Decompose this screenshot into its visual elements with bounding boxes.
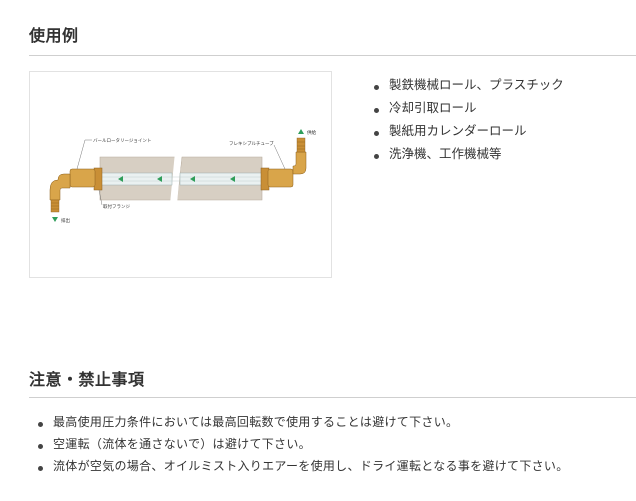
cautions-title: 注意・禁止事項 — [29, 370, 145, 389]
right-flex-tube — [296, 137, 306, 153]
usage-item: 製紙用カレンダーロール — [372, 121, 564, 144]
roll-joint-diagram-svg: バールロータリージョイント フレキシブルチューブ 供給 取付フランジ 排出 — [49, 129, 316, 224]
left-joint-body — [69, 168, 96, 188]
drain-arrow — [52, 217, 58, 222]
usage-title: 使用例 — [29, 26, 79, 45]
usage-list: 製鉄機械ロール、プラスチック 冷却引取ロール 製紙用カレンダーロール 洗浄機、工… — [372, 75, 564, 167]
caution-item: 空運転（流体を通さないで）は避けて下さい。 — [36, 435, 569, 457]
caution-item: 最高使用圧力条件においては最高回転数で使用することは避けて下さい。 — [36, 413, 569, 435]
right-joint-body — [267, 168, 294, 188]
usage-diagram: バールロータリージョイント フレキシブルチューブ 供給 取付フランジ 排出 — [29, 71, 332, 278]
usage-divider — [29, 55, 636, 56]
cautions-divider — [29, 397, 636, 398]
left-elbow — [49, 173, 71, 201]
label-flange: 取付フランジ — [103, 203, 130, 210]
usage-item: 製鉄機械ロール、プラスチック — [372, 75, 564, 98]
cautions-list: 最高使用圧力条件においては最高回転数で使用することは避けて下さい。 空運転（流体… — [36, 413, 569, 479]
flow-arrow-1 — [118, 176, 123, 182]
label-supply: 供給 — [307, 129, 316, 136]
label-flex-tube: フレキシブルチューブ — [229, 140, 274, 147]
flow-arrow-2 — [157, 176, 162, 182]
label-drain: 排出 — [61, 217, 70, 224]
flow-arrow-3 — [190, 176, 195, 182]
roll-break — [170, 152, 182, 204]
usage-item: 洗浄機、工作機械等 — [372, 144, 564, 167]
caution-item: 流体が空気の場合、オイルミスト入りエアーを使用し、ドライ運転となる事を避けて下さ… — [36, 457, 569, 479]
right-elbow — [292, 151, 307, 175]
flow-arrow-4 — [230, 176, 235, 182]
label-rotary-joint: バールロータリージョイント — [93, 137, 151, 144]
usage-item: 冷却引取ロール — [372, 98, 564, 121]
supply-arrow — [298, 129, 304, 134]
